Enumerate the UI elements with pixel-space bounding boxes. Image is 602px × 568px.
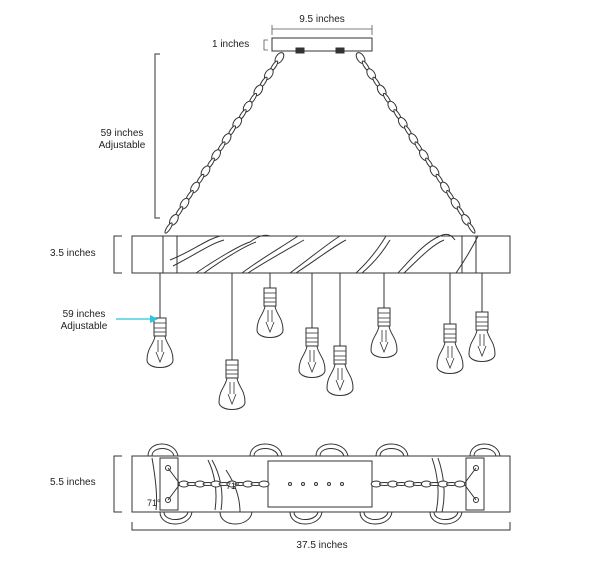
canopy-height-label: 1 inches (212, 39, 250, 50)
canopy-holes (288, 482, 344, 486)
angle-label-left: 71° (147, 498, 161, 508)
beam-height-label: 3.5 inches (50, 248, 96, 259)
pendant-light (326, 273, 354, 396)
chain-link (467, 222, 476, 234)
chain-left (164, 52, 285, 234)
chain-length-label-2: Adjustable (98, 140, 146, 151)
rope-loops (147, 443, 501, 525)
canopy-height-dimension (263, 39, 268, 51)
pendant-light (218, 273, 246, 410)
chain-link (258, 480, 270, 488)
cord-length-label-1: 59 inches (62, 309, 106, 320)
canopy-width-label: 9.5 inches (299, 14, 345, 25)
canopy-width-dimension (271, 25, 373, 35)
chain-right (355, 52, 476, 234)
chain-length-label-1: 59 inches (100, 128, 144, 139)
pendant-light (298, 273, 326, 378)
pendant-light (370, 273, 398, 358)
beam-length-dimension (131, 522, 511, 531)
chain-link (454, 480, 466, 488)
cord-length-arrow (116, 315, 158, 323)
beam-front (131, 235, 511, 274)
beam-depth-dimension (113, 455, 122, 513)
beam-depth-label: 5.5 inches (50, 477, 96, 488)
pendant-light (146, 273, 174, 368)
rope-wrap (169, 233, 479, 274)
chain-top-right (370, 480, 466, 488)
pendant-light (468, 273, 496, 362)
cord-length-label-2: Adjustable (60, 321, 108, 332)
beam-length-label: 37.5 inches (296, 540, 348, 551)
chain-length-dimension (154, 53, 160, 219)
pendant-light (256, 273, 284, 338)
pendant-light (436, 273, 464, 374)
chain-link (164, 222, 173, 234)
pendant-lights (146, 273, 496, 410)
chain-top-left (178, 480, 270, 488)
beam-height-dimension (113, 235, 122, 274)
angle-label-mid: 71° (226, 481, 240, 491)
canopy (271, 37, 373, 54)
